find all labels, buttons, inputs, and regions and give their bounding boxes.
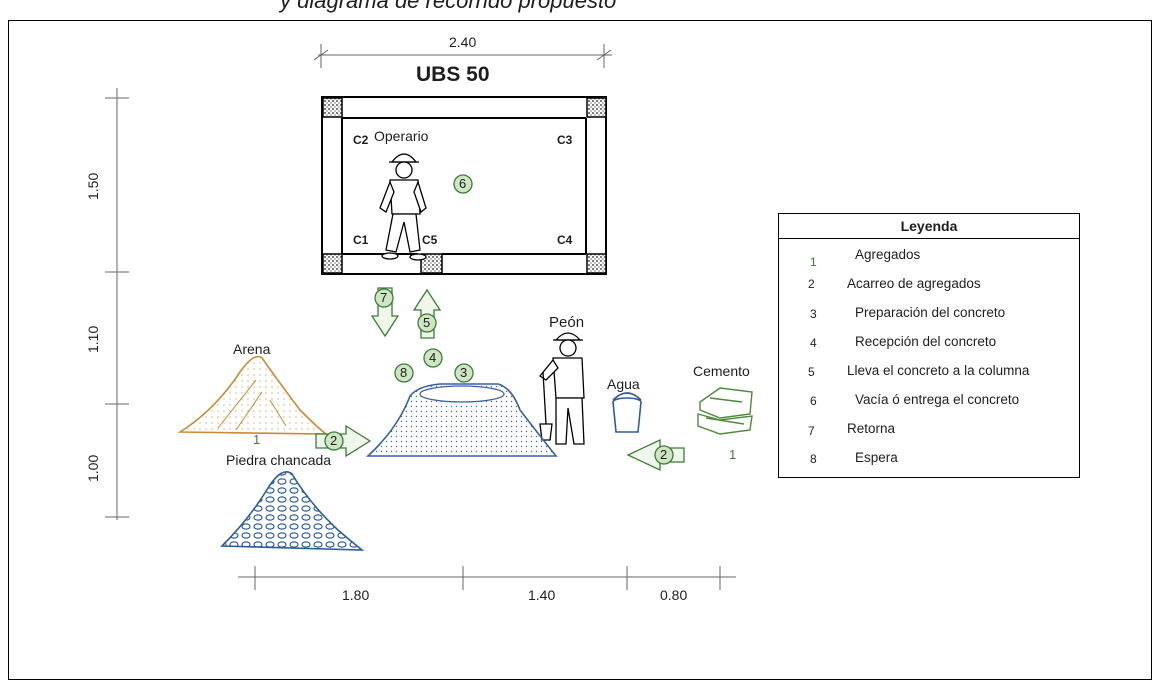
legend-item-label: Lleva el concreto a la columna <box>847 363 1030 378</box>
marker-4: 4 <box>429 350 437 365</box>
dim-vertical-2: 1.10 <box>85 325 101 353</box>
operario-figure <box>379 153 427 261</box>
legend-item: Agregados <box>779 243 1079 272</box>
legend-num-6: 6 <box>810 394 817 408</box>
arena-pile <box>177 355 329 435</box>
legend-item-label: Preparación del concreto <box>855 305 1006 320</box>
legend-num-8: 8 <box>810 452 817 466</box>
column-label-c4: C4 <box>557 233 573 247</box>
legend-title: Leyenda <box>779 214 1079 239</box>
legend-item-label: Recepción del concreto <box>855 334 997 349</box>
marker-2-right: 2 <box>330 433 338 448</box>
marker-1-arena: 1 <box>253 432 261 447</box>
ubs-title: UBS 50 <box>416 63 490 86</box>
peon-figure <box>539 332 585 445</box>
marker-7: 7 <box>380 290 388 305</box>
marker-2-left: 2 <box>660 447 668 462</box>
cemento-bags <box>697 387 753 435</box>
legend-item-label: Retorna <box>847 421 896 436</box>
marker-circles <box>324 174 674 465</box>
ubs-column-blocks <box>322 97 607 274</box>
legend-item-label: Vacía ó entrega el concreto <box>855 392 1020 407</box>
legend-num-3: 3 <box>810 307 817 321</box>
legend-num-2: 2 <box>808 277 815 291</box>
legend-item: Lleva el concreto a la columna <box>779 359 1079 388</box>
peon-label: Peón <box>549 314 585 331</box>
piedra-label: Piedra chancada <box>226 452 332 468</box>
dim-bottom-2: 1.40 <box>528 587 556 603</box>
column-label-c3: C3 <box>557 133 573 147</box>
legend-item: Recepción del concreto <box>779 330 1079 359</box>
dim-top-width: 2.40 <box>449 34 477 50</box>
legend-num-4: 4 <box>810 336 817 350</box>
legend-item-label: Acarreo de agregados <box>847 276 981 291</box>
bottom-dimension-line <box>238 566 736 590</box>
marker-5: 5 <box>423 315 431 330</box>
legend-item: Acarreo de agregados <box>779 272 1079 301</box>
legend-item: Espera <box>779 446 1079 475</box>
concrete-pile <box>365 383 558 457</box>
legend-item: Retorna <box>779 417 1079 446</box>
legend-num-5: 5 <box>808 365 815 379</box>
marker-1-cemento: 1 <box>729 447 737 462</box>
marker-3: 3 <box>460 365 468 380</box>
column-label-c2: C2 <box>353 133 369 147</box>
legend-item-label: Agregados <box>855 247 921 262</box>
cemento-label: Cemento <box>693 363 750 379</box>
figure-caption: y diagrama de recorrido propuesto <box>280 0 617 13</box>
operario-label: Operario <box>374 128 429 144</box>
dim-vertical-3: 1.00 <box>85 454 101 482</box>
agua-label: Agua <box>607 376 640 392</box>
legend-num-7: 7 <box>808 424 815 438</box>
legend-box: Leyenda Agregados Acarreo de agregados P… <box>778 213 1080 478</box>
legend-item-label: Espera <box>855 450 898 465</box>
column-label-c5: C5 <box>422 233 438 247</box>
legend-item: Vacía ó entrega el concreto <box>779 388 1079 417</box>
dim-vertical-1: 1.50 <box>85 172 101 200</box>
agua-bucket <box>612 392 642 433</box>
dim-bottom-3: 0.80 <box>660 587 688 603</box>
column-label-c1: C1 <box>353 233 369 247</box>
piedra-pile <box>220 471 365 551</box>
marker-6: 6 <box>459 176 467 191</box>
vertical-dimension-line <box>105 88 129 520</box>
top-dimension-line <box>313 44 612 68</box>
marker-8: 8 <box>400 365 408 380</box>
arena-label: Arena <box>233 341 271 357</box>
dim-bottom-1: 1.80 <box>342 587 370 603</box>
legend-item: Preparación del concreto <box>779 301 1079 330</box>
legend-num-1: 1 <box>810 255 817 269</box>
